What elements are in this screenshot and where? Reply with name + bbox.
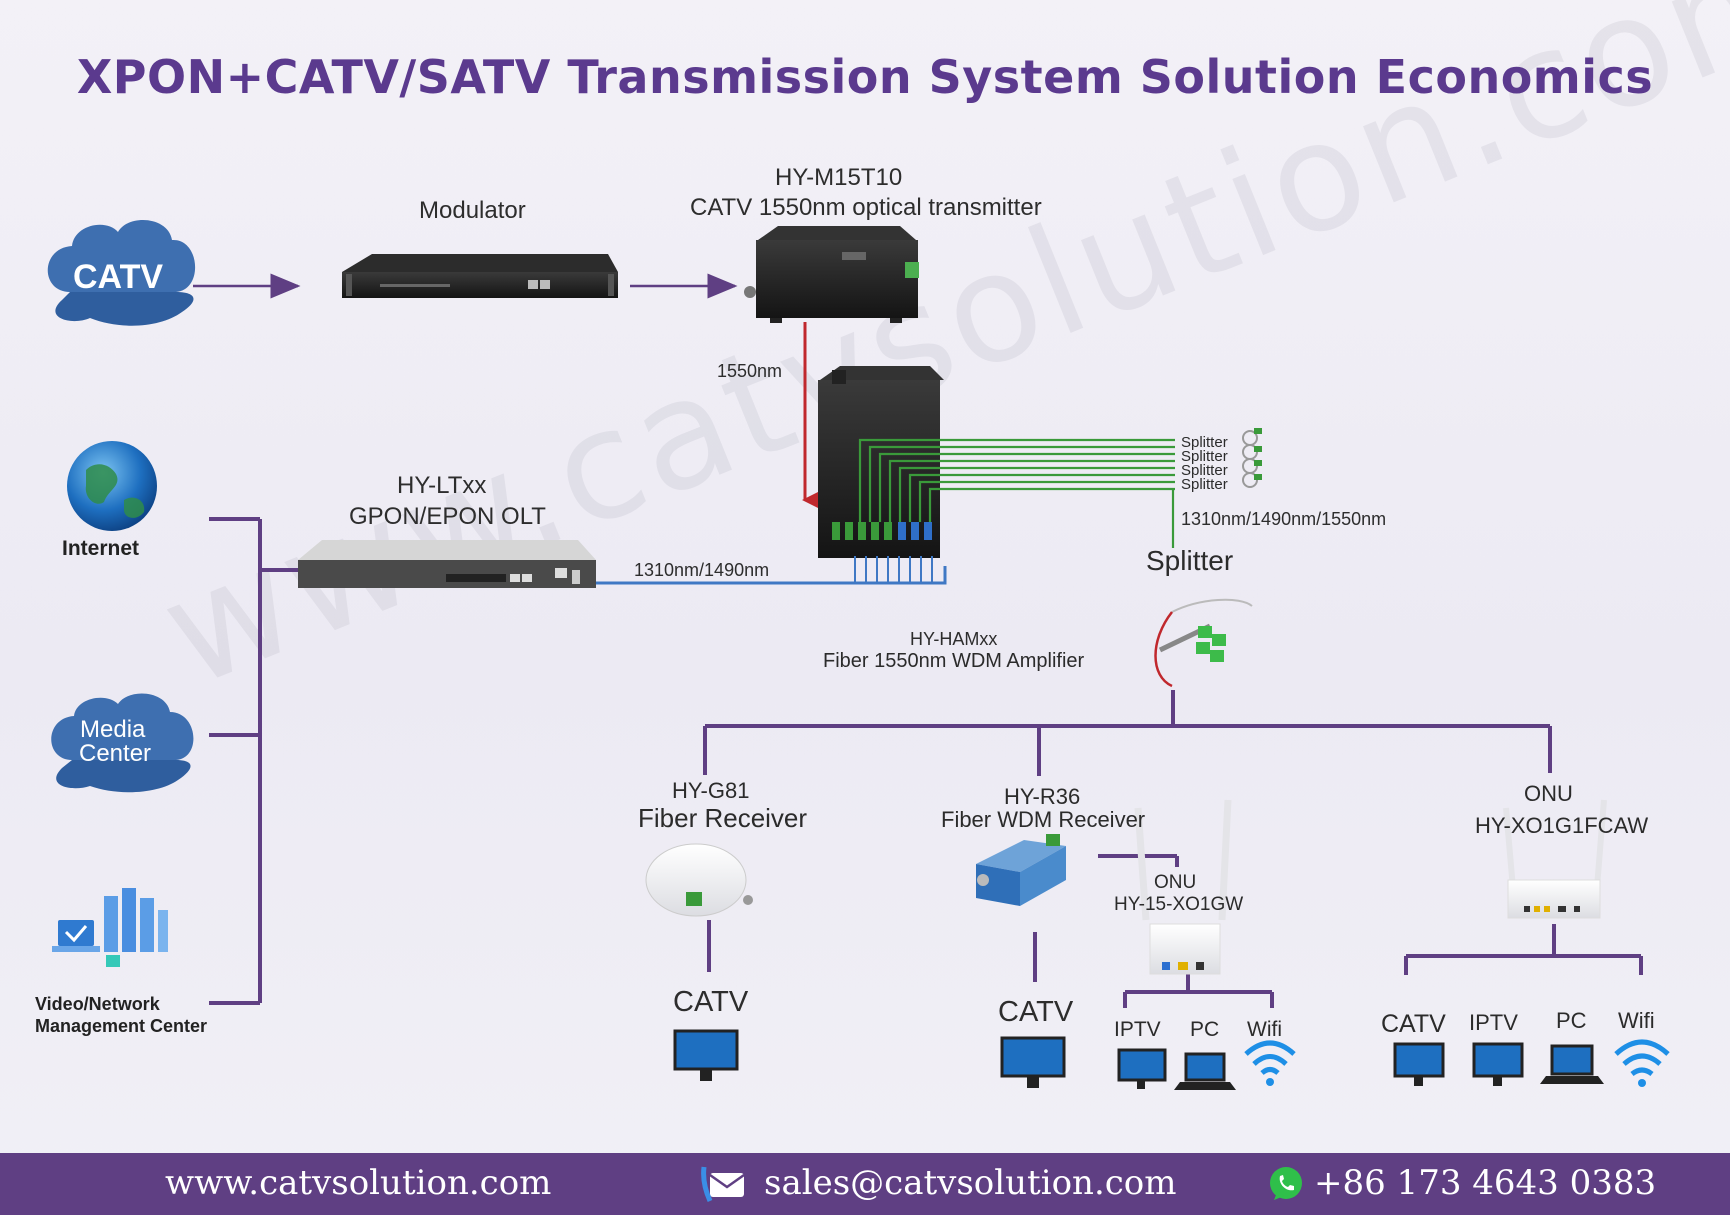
r36-receiver-icon [976,834,1066,906]
small-splitter-label-4: Splitter [1181,476,1228,493]
g81-desc-label: Fiber Receiver [638,803,808,833]
onu2-iptv-monitor-icon [1472,1042,1524,1086]
onu2-router-icon [1503,799,1607,919]
whatsapp-icon [1270,1167,1302,1200]
modulator-device-icon [342,254,618,298]
olt-device-icon [298,540,596,588]
page-title: XPON+CATV/SATV Transmission System Solut… [76,50,1654,104]
footer-bar: www.catvsolution.com sales@catvsolution.… [0,1153,1730,1215]
olt-model-label: HY-LTxx [397,472,487,499]
distribution-tree-lines [703,690,1643,1008]
g81-catv-label: CATV [673,986,749,1018]
plc-splitter-icon [1154,598,1253,688]
transmitter-desc-label: CATV 1550nm optical transmitter [690,194,1042,221]
mgmt-center-label-1: Video/Network [35,994,160,1014]
wavelength-1310-1490-label: 1310nm/1490nm [634,560,770,580]
onu2-pc-laptop-icon [1540,1044,1604,1084]
onu2-catv-monitor-icon [1393,1042,1445,1086]
r36-model-label: HY-R36 [1004,784,1081,809]
onu1-pc-laptop-icon [1174,1052,1236,1090]
onu2-catv-label: CATV [1381,1010,1446,1038]
onu1-wifi-label: Wifi [1247,1018,1282,1041]
onu2-title-label: ONU [1524,781,1573,806]
catv-cloud-icon [47,220,196,326]
transmitter-model-label: HY-M15T10 [775,164,903,191]
transmitter-device-icon [744,226,919,323]
g81-catv-monitor-icon [673,1029,739,1081]
internet-label: Internet [62,537,140,560]
amplifier-desc-label: Fiber 1550nm WDM Amplifier [823,650,1085,672]
onu1-model-label: HY-15-XO1GW [1114,894,1244,915]
media-center-label-2: Center [79,740,152,767]
r36-desc-label: Fiber WDM Receiver [941,807,1146,832]
modulator-label: Modulator [419,197,526,224]
footer-phone-link[interactable]: +86 173 4643 0383 [1314,1163,1657,1203]
green-fiber-bundle [858,438,1175,548]
media-center-label-1: Media [80,716,146,743]
internet-globe-icon [67,441,157,531]
wavelength-1310-1490-1550-label: 1310nm/1490nm/1550nm [1181,509,1387,529]
small-splitter-label-2: Splitter [1181,448,1228,465]
splitter-label: Splitter [1146,545,1234,576]
catv-source-label: CATV [73,258,164,296]
onu2-iptv-label: IPTV [1469,1010,1518,1035]
footer-website-link[interactable]: www.catvsolution.com [165,1163,552,1203]
small-splitter-label-3: Splitter [1181,462,1228,479]
g81-model-label: HY-G81 [672,778,750,803]
r36-catv-monitor-icon [1000,1036,1066,1088]
r36-catv-label: CATV [998,996,1074,1028]
footer-email-link[interactable]: sales@catvsolution.com [764,1163,1177,1203]
management-center-icon [52,888,168,967]
fiber-1310-1490-line [596,566,947,585]
email-icon [701,1166,745,1203]
onu2-model-label: HY-XO1G1FCAW [1475,813,1649,838]
onu1-title-label: ONU [1154,872,1197,893]
onu2-wifi-icon [1614,1039,1670,1087]
small-splitter-label-1: Splitter [1181,434,1228,451]
onu1-iptv-label: IPTV [1114,1018,1161,1041]
amplifier-model-label: HY-HAMxx [910,629,998,649]
onu1-iptv-monitor-icon [1117,1048,1167,1089]
onu1-router-icon [1134,799,1232,975]
media-center-cloud-icon [51,693,194,793]
g81-receiver-icon [645,843,753,917]
management-bus-lines [209,517,298,1005]
wavelength-1550-label: 1550nm [717,361,783,381]
small-splitter-icons [1242,428,1262,488]
onu1-wifi-icon [1244,1040,1296,1086]
mgmt-center-label-2: Management Center [35,1016,208,1036]
onu1-pc-label: PC [1190,1018,1220,1041]
onu2-wifi-label: Wifi [1618,1008,1655,1033]
olt-desc-label: GPON/EPON OLT [349,503,546,530]
onu2-pc-label: PC [1556,1008,1587,1033]
